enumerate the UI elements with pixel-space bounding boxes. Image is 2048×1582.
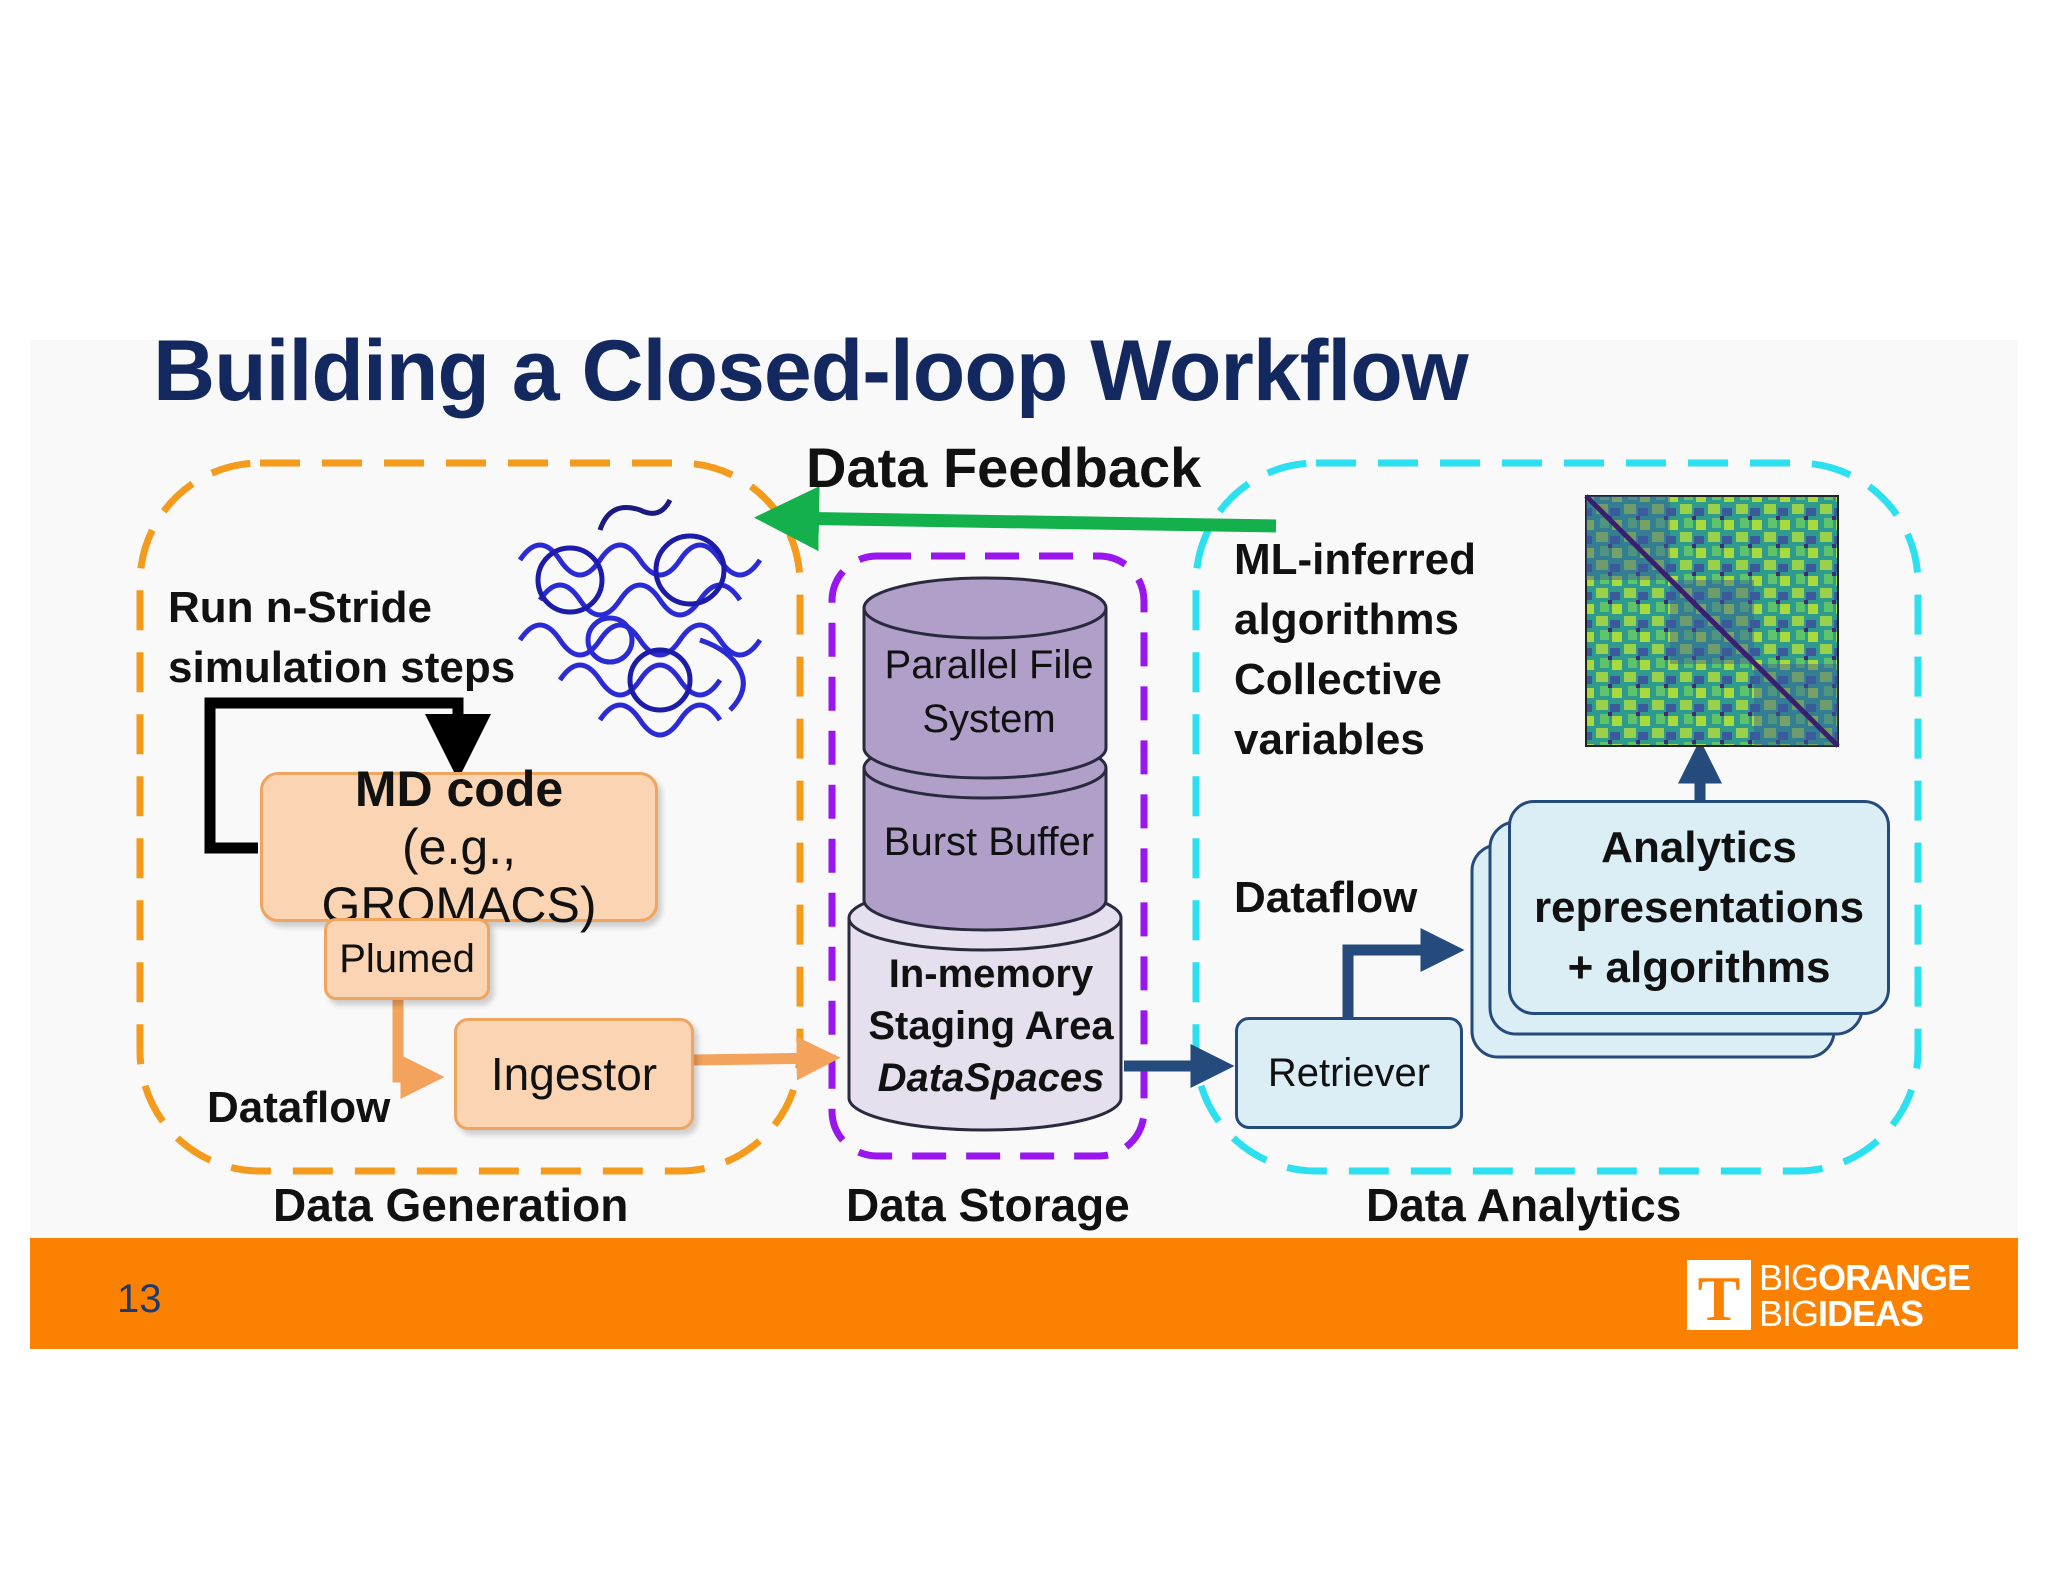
loop-arrow (204, 697, 491, 854)
in-memory-line2: Staging Area (868, 1004, 1114, 1048)
analytics-dataflow-label: Dataflow (1234, 873, 1418, 922)
protein-structure-image (517, 498, 763, 738)
page-number: 13 (117, 1277, 162, 1321)
retriever-box: Retriever (1235, 1017, 1463, 1129)
data-storage-label: Data Storage (846, 1179, 1130, 1231)
analytics-box: Analytics representations + algorithms (1508, 800, 1890, 1015)
parallel-file-system-line2: System (922, 697, 1056, 741)
ingestor-box: Ingestor (454, 1018, 694, 1130)
page-title: Building a Closed-loop Workflow (153, 323, 1469, 419)
data-feedback-label: Data Feedback (806, 436, 1202, 499)
ml-inferred-label: ML-inferred algorithms Collective variab… (1234, 535, 1476, 764)
md-code-subtitle: (e.g., GROMACS) (321, 819, 597, 933)
md-code-title: MD code (354, 761, 564, 817)
data-storage-group (828, 552, 1148, 1160)
data-generation-label: Data Generation (273, 1179, 629, 1231)
burst-buffer-label: Burst Buffer (883, 820, 1095, 864)
plumed-box: Plumed (324, 918, 490, 1000)
data-analytics-label: Data Analytics (1366, 1179, 1682, 1231)
plumed-to-ingestor-arrow (392, 1000, 445, 1099)
analytics-line3: + algorithms (1567, 942, 1831, 992)
in-memory-label: In-memory Staging Area DataSpaces (846, 948, 1136, 1104)
generation-dataflow-label: Dataflow (207, 1083, 391, 1132)
run-stride-label: Run n-Stride simulation steps (168, 583, 516, 692)
parallel-file-system-cylinder (862, 576, 1108, 780)
svg-text:T: T (1698, 1263, 1741, 1332)
analytics-line1: Analytics (1601, 822, 1797, 872)
parallel-file-system-line1: Parallel File (884, 643, 1094, 687)
data-generation-group (136, 459, 804, 1175)
in-memory-line1: In-memory (888, 952, 1094, 996)
t-logo-icon: T (1687, 1260, 1751, 1332)
ingestor-to-storage-arrow (693, 1036, 841, 1081)
dataspaces-label: DataSpaces (877, 1056, 1105, 1100)
parallel-file-system-label: Parallel File System (864, 638, 1114, 746)
analytics-line2: representations (1533, 882, 1865, 932)
retriever-to-analytics-arrow (1342, 928, 1465, 1017)
correlation-heatmap-image (1584, 494, 1840, 748)
footer-bar (30, 1238, 2018, 1349)
feedback-arrow (754, 486, 1277, 552)
data-analytics-group (1192, 459, 1922, 1175)
logo-row1: BIGORANGE (1759, 1257, 1971, 1298)
big-orange-big-ideas-logo: T BIGORANGE BIGIDEAS (1687, 1260, 1997, 1332)
logo-row2: BIGIDEAS (1759, 1293, 1924, 1334)
md-code-box: MD code (e.g., GROMACS) (260, 761, 658, 933)
